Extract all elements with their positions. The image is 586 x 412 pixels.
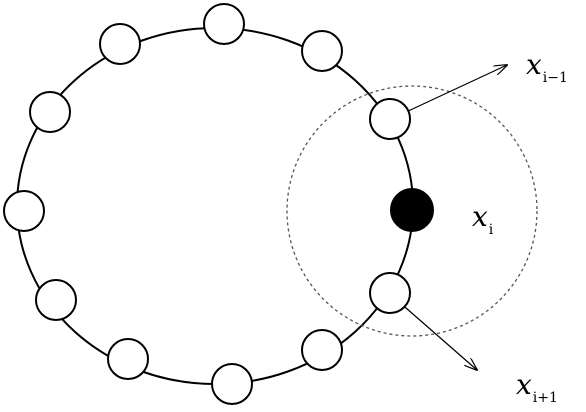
label-prev-sub: i−1: [543, 70, 568, 86]
node: [99, 23, 141, 65]
node: [211, 363, 253, 405]
arrow-to-prev: [390, 65, 507, 120]
label-current-sub: i: [489, 222, 494, 238]
label-prev: xi−1: [526, 48, 568, 86]
label-next-sub: i+1: [533, 390, 558, 406]
neighborhood-circle: [286, 85, 538, 337]
label-next: xi+1: [516, 368, 558, 406]
node: [301, 329, 343, 371]
node: [301, 30, 343, 72]
ring-circle: [16, 27, 414, 385]
label-current: xi: [472, 200, 494, 238]
node: [29, 91, 71, 133]
node: [35, 279, 77, 321]
label-current-base: x: [472, 200, 488, 233]
node: [107, 338, 149, 380]
node-prev: [369, 98, 411, 140]
node: [3, 190, 45, 232]
label-next-base: x: [516, 368, 532, 401]
node-next: [369, 272, 411, 314]
node: [203, 3, 245, 45]
label-prev-base: x: [526, 48, 542, 81]
node-current: [390, 188, 434, 232]
